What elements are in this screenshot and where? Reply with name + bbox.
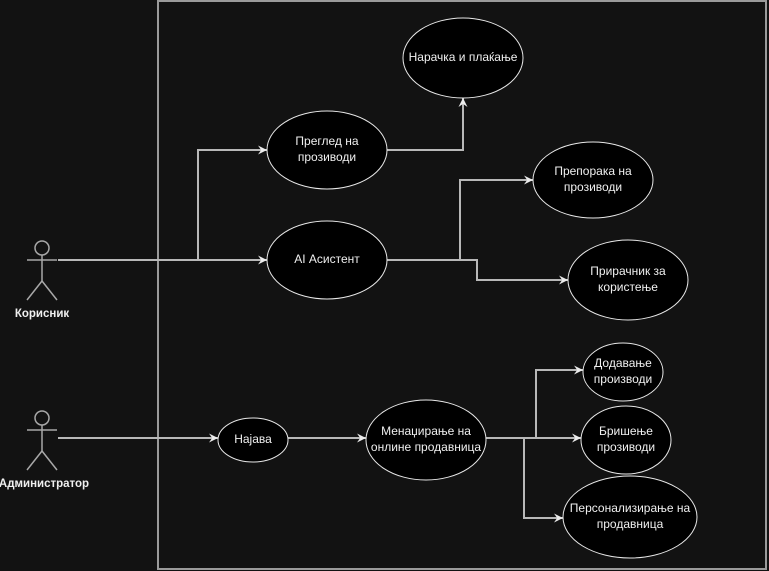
arrowhead-icon [554,513,563,523]
edge-manage-personalize[interactable] [486,437,563,523]
use-case-recommend[interactable]: Препорака на прозиводи [532,141,654,219]
use-case-label: производи [594,372,652,386]
use-case-label: Прирачник за [590,264,666,278]
edge-user-ai[interactable] [58,255,267,265]
system-boundary [157,0,767,570]
edge-browse-order[interactable] [387,98,468,151]
edges-layer [58,98,583,523]
use-case-label: Додавање [594,356,652,370]
arrowhead-icon [357,433,366,443]
use-case-browse[interactable]: Преглед на прозиводи [266,110,388,190]
use-case-label: прозиводи [298,150,356,164]
actor-leg-left-icon [26,280,43,301]
connector-line[interactable] [486,369,583,439]
arrowhead-icon [209,433,218,443]
edge-login-manage[interactable] [288,433,366,443]
use-case-ellipse[interactable] [567,239,689,321]
actor-leg-left-icon [26,450,43,471]
use-case-manage[interactable]: Менаџирање на онлине продавница [365,399,487,481]
edge-admin-login[interactable] [58,433,218,443]
actor-label: Корисник [15,308,70,320]
use-case-label: Бришење [599,424,653,438]
use-case-label: AI Асистент [294,252,360,266]
use-case-ai[interactable]: AI Асистент [266,220,388,300]
use-case-label: Преглед на [295,134,358,148]
use-case-ellipse[interactable] [266,220,388,300]
use-case-order[interactable]: Нарачка и плаќање [402,17,524,99]
use-case-label: прозиводи [597,440,655,454]
use-case-ellipse[interactable] [580,405,672,475]
actor-leg-right-icon [41,280,58,301]
edge-user-browse[interactable] [58,145,267,261]
connector-line[interactable] [387,259,568,281]
use-case-login[interactable]: Најава [217,417,289,463]
edge-manage-add[interactable] [486,365,583,439]
use-case-personalize[interactable]: Персонализирање на продавница [562,475,698,559]
use-case-delete[interactable]: Бришење прозиводи [580,405,672,475]
actor-user[interactable]: Корисник [15,240,70,320]
use-case-label: продавница [597,517,664,531]
use-case-ellipse[interactable] [365,399,487,481]
arrowhead-icon [572,433,581,443]
use-case-ellipse[interactable] [402,17,524,99]
use-case-add[interactable]: Додавање производи [582,342,664,402]
actor-admin[interactable]: Администратор [0,410,89,490]
actor-leg-right-icon [41,450,58,471]
edge-ai-recommend[interactable] [387,175,533,261]
connector-line[interactable] [387,179,533,261]
connector-line[interactable] [58,149,267,261]
arrowhead-icon [258,255,267,265]
use-case-label: прозиводи [564,180,622,194]
use-case-label: Најава [234,432,272,446]
edge-ai-manual[interactable] [387,259,568,285]
actor-head-icon [34,410,50,426]
use-case-label: Менаџирање на [381,424,471,438]
connector-line[interactable] [387,98,464,151]
arrowhead-icon [524,175,533,185]
use-case-ellipse[interactable] [217,417,289,463]
arrowhead-icon [559,275,568,285]
use-case-ellipse[interactable] [582,342,664,402]
use-case-label: Персонализирање на [570,501,691,515]
use-case-ellipse[interactable] [532,141,654,219]
arrowhead-icon [574,365,583,375]
use-case-label: користење [598,280,658,294]
use-case-manual[interactable]: Прирачник за користење [567,239,689,321]
actor-label: Администратор [0,478,89,490]
actor-head-icon [34,240,50,256]
use-case-label: онлине продавница [371,440,481,454]
use-case-label: Препорака на [554,164,632,178]
connector-line[interactable] [486,437,563,519]
use-case-label: Нарачка и плаќање [409,50,518,64]
arrowhead-icon [458,98,468,107]
use-case-ellipse[interactable] [562,475,698,559]
arrowhead-icon [258,145,267,155]
use-case-ellipse[interactable] [266,110,388,190]
